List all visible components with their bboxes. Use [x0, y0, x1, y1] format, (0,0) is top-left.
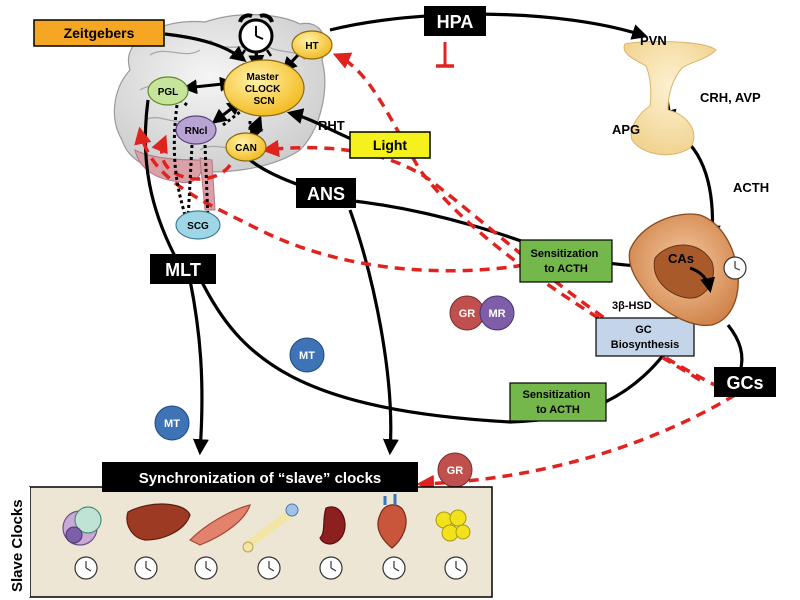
clock-icon	[134, 556, 158, 580]
sensitization-bottom-box	[509, 382, 607, 422]
pgl-node	[147, 76, 189, 106]
crh-avp-label: CRH, AVP	[700, 90, 761, 105]
zeitgebers-label: Zeitgebers	[64, 25, 135, 41]
scg-node	[175, 210, 221, 240]
ht-node	[291, 30, 333, 60]
pituitary-icon	[623, 41, 717, 156]
gcs-label: GCs	[726, 373, 763, 393]
master-clock-node	[223, 59, 305, 117]
muscle-icon	[188, 504, 251, 546]
bone-icon	[242, 503, 299, 553]
sensitization-top-line1: Sensitization	[531, 248, 599, 260]
svg-text:Master CLOCK SCN: Master CLOCK SCN	[245, 72, 283, 107]
adrenal-gland-icon	[628, 213, 739, 326]
svg-text:Sensitization to ACTH: Sensitization to ACTH	[531, 248, 602, 275]
clock-icon	[319, 556, 343, 580]
mr-receptor-label: MR	[488, 308, 505, 320]
sensitization-top-line2: to ACTH	[544, 263, 588, 275]
mlt-label: MLT	[165, 260, 201, 280]
apg-label: APG	[612, 122, 640, 137]
clock-icon	[257, 556, 281, 580]
gc-biosynthesis-line1: GC	[635, 324, 652, 336]
ans-label: ANS	[307, 184, 345, 204]
master-clock-line2: CLOCK	[245, 84, 281, 95]
can-label: CAN	[235, 143, 257, 154]
scg-label: SCG	[187, 221, 209, 232]
ht-label: HT	[305, 41, 318, 52]
pvn-label: PVN	[640, 33, 667, 48]
hpa-inhibition	[436, 42, 454, 68]
mt-receptor-node-lower	[154, 405, 190, 441]
sensitization-top-box	[519, 239, 613, 283]
mlt-box	[150, 254, 216, 284]
clock-icon	[194, 556, 218, 580]
svg-text:GC Biosynthesis: GC Biosynthesis	[611, 324, 679, 351]
mt-receptor-label-lower: MT	[164, 418, 180, 430]
master-clock-line1: Master	[246, 72, 278, 83]
organ-clock-icons	[74, 556, 468, 580]
alarm-clock-icon	[238, 13, 274, 57]
slave-clocks-label: Slave Clocks	[9, 499, 26, 592]
cas-arrow	[689, 266, 715, 293]
ans-box	[296, 178, 356, 208]
slave-clocks-panel	[29, 486, 493, 598]
clock-icon	[723, 256, 747, 280]
mr-receptor-node	[479, 295, 515, 331]
cells-icon	[62, 506, 102, 546]
sensitization-bottom-line1: Sensitization	[523, 389, 591, 401]
kidney-icon	[319, 506, 346, 545]
mt-receptor-label-upper: MT	[299, 350, 315, 362]
hpa-label: HPA	[437, 12, 474, 32]
master-clock-line3: SCN	[253, 96, 274, 107]
synchronization-label: Synchronization of “slave” clocks	[139, 470, 382, 487]
acth-label: ACTH	[733, 180, 769, 195]
clock-icon	[74, 556, 98, 580]
slave-clocks-side-tab	[2, 487, 30, 597]
light-label: Light	[373, 137, 408, 153]
zeitgebers-box	[33, 19, 165, 47]
rncl-node	[175, 115, 217, 145]
rncl-label: RNcl	[185, 126, 208, 137]
cas-label: CAs	[668, 251, 694, 266]
gr-receptor-label-lower: GR	[447, 465, 464, 477]
synchronization-box	[102, 462, 418, 492]
gc-biosynthesis-line2: Biosynthesis	[611, 339, 679, 351]
clock-icon	[382, 556, 406, 580]
pgl-label: PGL	[158, 87, 179, 98]
light-box	[349, 131, 431, 159]
three-beta-hsd-label: 3β-HSD	[612, 300, 652, 312]
liver-icon	[126, 503, 191, 541]
gcs-box	[714, 367, 776, 397]
sensitization-bottom-line2: to ACTH	[536, 404, 580, 416]
fat-icon	[435, 509, 471, 542]
rht-label: RHT	[318, 118, 345, 133]
can-node	[225, 132, 267, 162]
gr-receptor-label: GR	[459, 308, 476, 320]
svg-text:Sensitization to ACTH: Sensitization to ACTH	[523, 389, 594, 416]
hpa-box	[424, 6, 486, 36]
heart-icon	[377, 494, 407, 549]
gc-biosynthesis-box	[595, 317, 695, 357]
clock-icon	[444, 556, 468, 580]
mt-receptor-node-upper	[289, 337, 325, 373]
